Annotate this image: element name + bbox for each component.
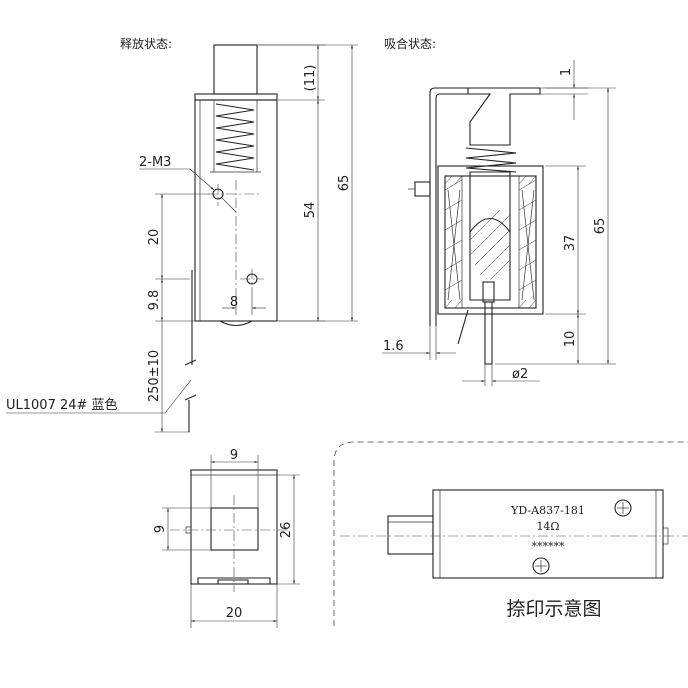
dim-diameter: ø2	[512, 367, 528, 382]
return-spring	[215, 103, 255, 171]
frame-top-plate	[194, 93, 278, 101]
dim-20: 20	[147, 229, 162, 246]
mounting-bracket	[429, 87, 468, 326]
dim-thread: 2-M3	[139, 155, 171, 170]
marking-label: 捺印示意图	[506, 598, 601, 620]
screw-icon	[614, 499, 632, 517]
housing-hatch-bands	[444, 175, 537, 309]
wire-spec: UL1007 24# 蓝色	[6, 397, 118, 413]
dim-1: 1	[559, 68, 574, 76]
dim-att-65: 65	[593, 218, 608, 235]
dim-54: 54	[303, 202, 318, 219]
dim-26: 26	[279, 522, 294, 539]
plunger-core	[469, 171, 511, 301]
solenoid-body	[194, 99, 278, 322]
plunger-top	[213, 44, 258, 95]
coil-housing	[437, 165, 544, 315]
plunger-head	[467, 87, 541, 146]
screw-icon	[532, 557, 550, 575]
dim-37: 37	[563, 235, 578, 252]
dim-9-8: 9.8	[147, 290, 162, 311]
dim-8: 8	[230, 295, 238, 310]
bottom-tab	[219, 320, 253, 327]
dim-front-20: 20	[226, 606, 243, 621]
plunger-face	[210, 507, 259, 551]
coil-resistance: 14Ω	[536, 520, 559, 533]
front-view: 9 9 26 20	[153, 448, 300, 628]
marking-frame	[333, 441, 688, 626]
dim-1-6: 1.6	[383, 339, 404, 354]
marking-plunger	[387, 515, 434, 555]
serial-stars: ******	[532, 540, 566, 553]
dim-10: 10	[563, 331, 578, 348]
plunger-core-hatch	[469, 209, 511, 281]
dim-front-9-top: 9	[230, 448, 238, 463]
bracket-screw	[414, 181, 431, 197]
dim-11: (11)	[303, 65, 318, 92]
dim-65: 65	[337, 175, 352, 192]
dim-250: 250±10	[147, 350, 162, 402]
coil-winding-left	[444, 176, 463, 308]
attracted-state-label: 吸合状态:	[384, 36, 436, 51]
dim-front-9-left: 9	[153, 525, 168, 533]
attracted-state-view: 吸合状态:	[382, 36, 616, 386]
coil-winding-right	[518, 176, 537, 308]
push-rod	[484, 301, 493, 365]
marking-view: YD-A837-181 14Ω ****** 捺印示意图	[333, 441, 688, 626]
released-state-label: 释放状态:	[120, 36, 172, 51]
model-number: YD-A837-181	[510, 504, 585, 517]
released-state-view: 释放状态: 2-M3 (11)	[6, 36, 358, 433]
